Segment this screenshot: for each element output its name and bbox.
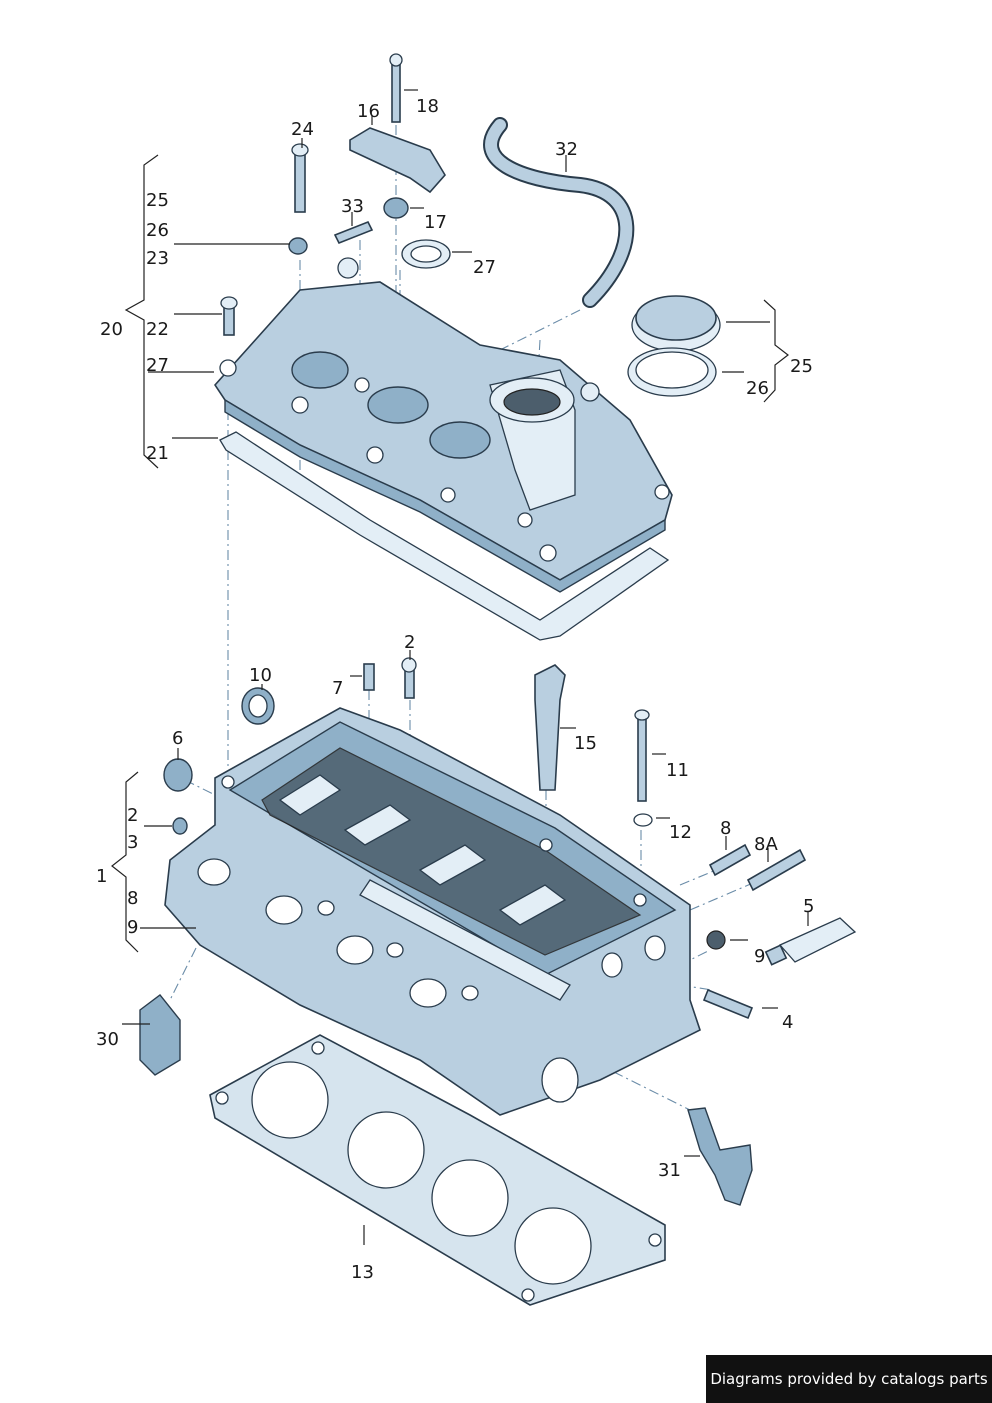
valve-cover (213, 257, 673, 593)
label-9-left: 9 (127, 917, 138, 938)
label-8-right: 8 (720, 818, 731, 839)
credit-text: Diagrams provided by catalogs parts (710, 1370, 988, 1388)
label-4: 4 (782, 1012, 793, 1033)
label-30: 30 (96, 1029, 119, 1050)
label-20: 20 (100, 319, 123, 340)
label-2-left: 2 (127, 805, 138, 826)
label-6: 6 (172, 728, 183, 749)
label-24: 24 (291, 119, 314, 140)
label-8-left: 8 (127, 888, 138, 909)
label-1: 1 (96, 866, 107, 887)
parts (139, 53, 857, 1206)
label-9-right: 9 (754, 946, 765, 967)
label-2-top: 2 (404, 632, 415, 653)
label-17: 17 (424, 212, 447, 233)
part-labels: 18 16 24 32 33 17 27 25 26 23 20 22 27 2… (96, 96, 814, 1283)
cylinder-head (164, 707, 701, 1116)
label-21: 21 (146, 443, 169, 464)
label-22: 22 (146, 319, 169, 340)
head-gasket (209, 1034, 666, 1306)
label-25-right: 25 (790, 356, 813, 377)
label-18: 18 (416, 96, 439, 117)
label-11: 11 (666, 760, 689, 781)
label-31: 31 (658, 1160, 681, 1181)
label-33: 33 (341, 196, 364, 217)
label-32: 32 (555, 139, 578, 160)
valve-cover-gasket (219, 431, 670, 641)
label-27-top: 27 (473, 257, 496, 278)
label-15: 15 (574, 733, 597, 754)
label-10: 10 (249, 665, 272, 686)
label-25-left: 25 (146, 190, 169, 211)
credit-banner: Diagrams provided by catalogs parts (706, 1355, 992, 1403)
label-12: 12 (669, 822, 692, 843)
braces (111, 154, 789, 953)
label-26-left: 26 (146, 220, 169, 241)
label-27-left: 27 (146, 355, 169, 376)
label-8A: 8A (754, 834, 778, 855)
label-23: 23 (146, 248, 169, 269)
label-13: 13 (351, 1262, 374, 1283)
label-26-right: 26 (746, 378, 769, 399)
label-5: 5 (803, 896, 814, 917)
label-7: 7 (332, 678, 343, 699)
label-3: 3 (127, 832, 138, 853)
leader-lines (122, 89, 809, 1245)
label-16: 16 (357, 101, 380, 122)
